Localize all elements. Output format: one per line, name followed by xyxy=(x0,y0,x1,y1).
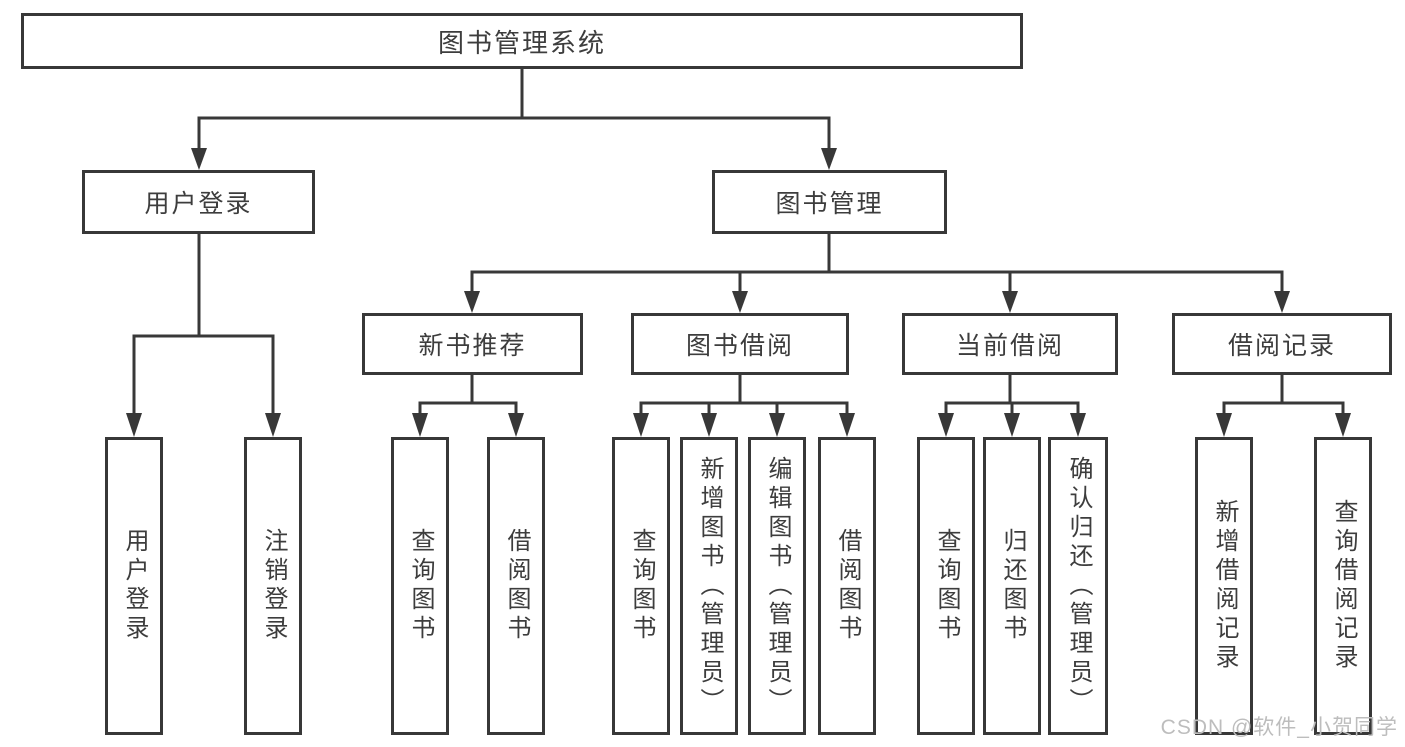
leaf-records-add: 新增借阅记录 xyxy=(1195,437,1253,735)
leaf-label: 查询图书 xyxy=(628,528,655,644)
node-label: 当前借阅 xyxy=(955,332,1064,360)
leaf-current-query: 查询图书 xyxy=(917,437,975,735)
leaf-label: 归还图书 xyxy=(999,528,1026,644)
node-label: 图书管理 xyxy=(775,190,884,218)
node-label: 图书借阅 xyxy=(685,332,794,360)
node-system-root: 图书管理系统 xyxy=(21,13,1023,69)
node-borrow-records: 借阅记录 xyxy=(1172,313,1392,375)
arrowheads xyxy=(126,148,1351,437)
leaf-borrow-query: 查询图书 xyxy=(612,437,670,735)
leaf-label: 查询借阅记录 xyxy=(1330,499,1357,673)
leaf-logout: 注销登录 xyxy=(244,437,302,735)
node-new-books: 新书推荐 xyxy=(362,313,583,375)
leaf-label: 查询图书 xyxy=(933,528,960,644)
leaf-user-login: 用户登录 xyxy=(105,437,163,735)
leaf-label: 用户登录 xyxy=(121,528,148,644)
leaf-label: 注销登录 xyxy=(260,528,287,644)
leaf-records-query: 查询借阅记录 xyxy=(1314,437,1372,735)
node-user-login: 用户登录 xyxy=(82,170,315,234)
node-book-borrow: 图书借阅 xyxy=(631,313,849,375)
csdn-watermark: CSDN @软件_小贺同学 xyxy=(1160,716,1398,739)
node-book-management: 图书管理 xyxy=(712,170,947,234)
node-label: 图书管理系统 xyxy=(437,27,606,58)
leaf-label: 新增借阅记录 xyxy=(1211,499,1238,673)
leaf-borrow-add-admin: 新增图书（管理员） xyxy=(680,437,738,735)
node-current-borrow: 当前借阅 xyxy=(902,313,1118,375)
node-label: 新书推荐 xyxy=(418,332,527,360)
leaf-newbooks-borrow: 借阅图书 xyxy=(487,437,545,735)
leaf-newbooks-query: 查询图书 xyxy=(391,437,449,735)
leaf-borrow-edit-admin: 编辑图书（管理员） xyxy=(748,437,806,735)
leaf-label: 查询图书 xyxy=(407,528,434,644)
leaf-label: 编辑图书（管理员） xyxy=(764,455,791,717)
leaf-label: 借阅图书 xyxy=(503,528,530,644)
leaf-current-confirm-admin: 确认归还（管理员） xyxy=(1048,437,1108,735)
leaf-borrow-book: 借阅图书 xyxy=(818,437,876,735)
leaf-current-return: 归还图书 xyxy=(983,437,1041,735)
leaf-label: 确认归还（管理员） xyxy=(1065,455,1092,717)
node-label: 借阅记录 xyxy=(1227,332,1336,360)
leaf-label: 借阅图书 xyxy=(834,528,861,644)
leaf-label: 新增图书（管理员） xyxy=(696,455,723,717)
node-label: 用户登录 xyxy=(144,190,253,218)
